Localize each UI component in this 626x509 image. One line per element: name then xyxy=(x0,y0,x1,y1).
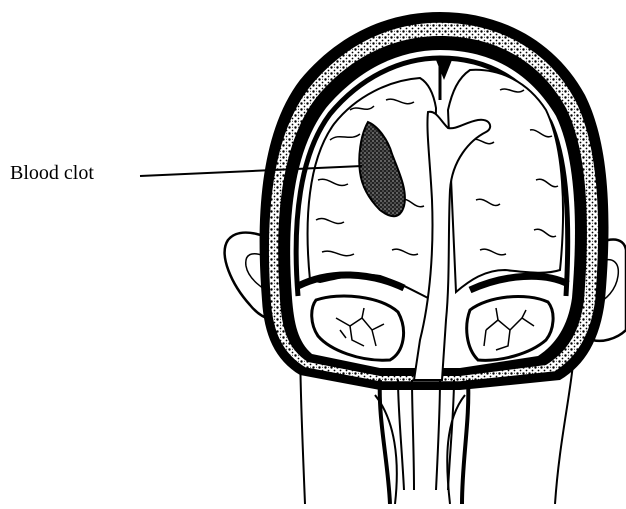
spinal-canal xyxy=(380,380,469,504)
blood-clot-label: Blood clot xyxy=(10,162,94,185)
